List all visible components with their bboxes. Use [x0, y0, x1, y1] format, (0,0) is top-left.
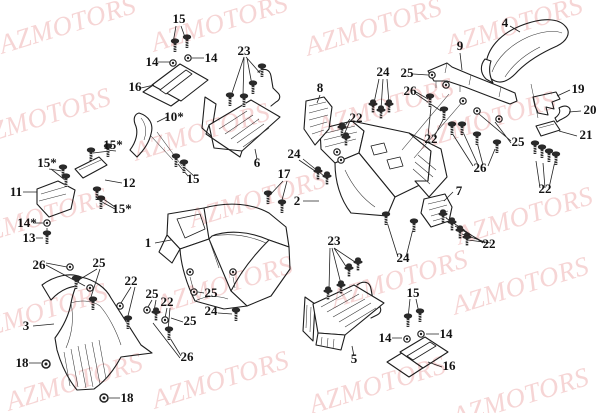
part-1-front-fender	[158, 203, 291, 310]
part-20-hook	[554, 105, 571, 123]
part-16-plate-top	[142, 63, 209, 107]
part-label-14star: 14*	[17, 215, 37, 230]
part-label-25: 25	[401, 65, 415, 80]
part-label-15: 15	[187, 171, 201, 186]
part-label-26: 26	[404, 83, 418, 98]
part-4-seat	[480, 19, 569, 84]
part-label-3: 3	[23, 318, 30, 333]
part-11-front-guard	[36, 180, 76, 218]
part-label-22: 22	[161, 294, 174, 309]
part-label-18: 18	[121, 390, 135, 405]
part-label-18: 18	[16, 355, 30, 370]
part-label-22: 22	[350, 110, 363, 125]
part-7-side-vent	[420, 193, 453, 228]
part-label-15: 15	[407, 285, 421, 300]
part-label-22: 22	[425, 131, 438, 146]
part-label-9: 9	[457, 38, 464, 53]
watermark-text: AZMOTORS	[127, 96, 273, 167]
watermark-text: AZMOTORS	[146, 344, 292, 413]
part-label-25: 25	[146, 286, 160, 301]
part-label-15: 15	[173, 11, 187, 26]
part-label-25: 25	[205, 285, 219, 300]
watermark-text: AZMOTORS	[450, 180, 596, 251]
part-label-24: 24	[205, 303, 219, 318]
watermark-text: AZMOTORS	[0, 0, 139, 60]
part-6-footrest-left	[201, 68, 281, 158]
part-label-26: 26	[33, 257, 47, 272]
part-label-13: 13	[23, 230, 37, 245]
part-16-plate-bottom	[386, 336, 449, 378]
part-label-4: 4	[502, 15, 509, 30]
watermark-text: AZMOTORS	[145, 0, 291, 58]
part-label-14: 14	[146, 54, 160, 69]
part-label-16: 16	[129, 79, 143, 94]
part-label-17: 17	[278, 166, 292, 181]
part-label-6: 6	[254, 155, 261, 170]
part-label-16: 16	[443, 358, 457, 373]
watermark-text: AZMOTORS	[446, 361, 592, 413]
part-label-1: 1	[145, 235, 152, 250]
part-label-2: 2	[294, 193, 301, 208]
part-label-14: 14	[205, 50, 219, 65]
part-label-26: 26	[474, 160, 488, 175]
part-label-23: 23	[328, 233, 342, 248]
part-label-23: 23	[238, 43, 252, 58]
part-label-24: 24	[288, 146, 302, 161]
part-label-22: 22	[539, 181, 552, 196]
watermark-text: AZMOTORS	[0, 81, 114, 152]
part-2-rear-fender	[319, 120, 448, 217]
part-label-25: 25	[184, 313, 198, 328]
part-label-25: 25	[93, 255, 107, 270]
part-label-14: 14	[440, 326, 454, 341]
part-label-22: 22	[125, 273, 138, 288]
part-label-7: 7	[456, 183, 463, 198]
part-label-21: 21	[580, 127, 593, 142]
part-label-24: 24	[397, 250, 411, 265]
part-9-rear-support-bar	[427, 62, 518, 105]
part-label-14: 14	[379, 330, 393, 345]
watermark-text: AZMOTORS	[446, 250, 592, 321]
part-21-plate	[535, 120, 561, 137]
part-label-25: 25	[512, 134, 526, 149]
part-label-11: 11	[10, 184, 22, 199]
part-5-footrest-right	[302, 281, 385, 351]
part-label-8: 8	[317, 80, 324, 95]
part-label-19: 19	[572, 81, 586, 96]
part-label-22: 22	[483, 236, 496, 251]
watermark-text: AZMOTORS	[303, 349, 449, 413]
part-label-10star: 10*	[164, 109, 184, 124]
part-label-15star: 15*	[103, 137, 123, 152]
part-3-front-bumper	[41, 274, 153, 391]
part-label-12: 12	[123, 175, 136, 190]
part-label-15star: 15*	[112, 201, 132, 216]
part-8-front-vent	[303, 96, 333, 146]
watermark-text: AZMOTORS	[299, 0, 445, 62]
part-label-26: 26	[181, 349, 195, 364]
part-10-mud-flap	[129, 112, 153, 158]
part-label-20: 20	[584, 102, 597, 117]
part-label-15star: 15*	[37, 155, 57, 170]
part-label-24: 24	[377, 64, 391, 79]
part-label-5: 5	[351, 351, 358, 366]
part-drawings	[36, 19, 571, 391]
leader-lines	[23, 25, 582, 399]
